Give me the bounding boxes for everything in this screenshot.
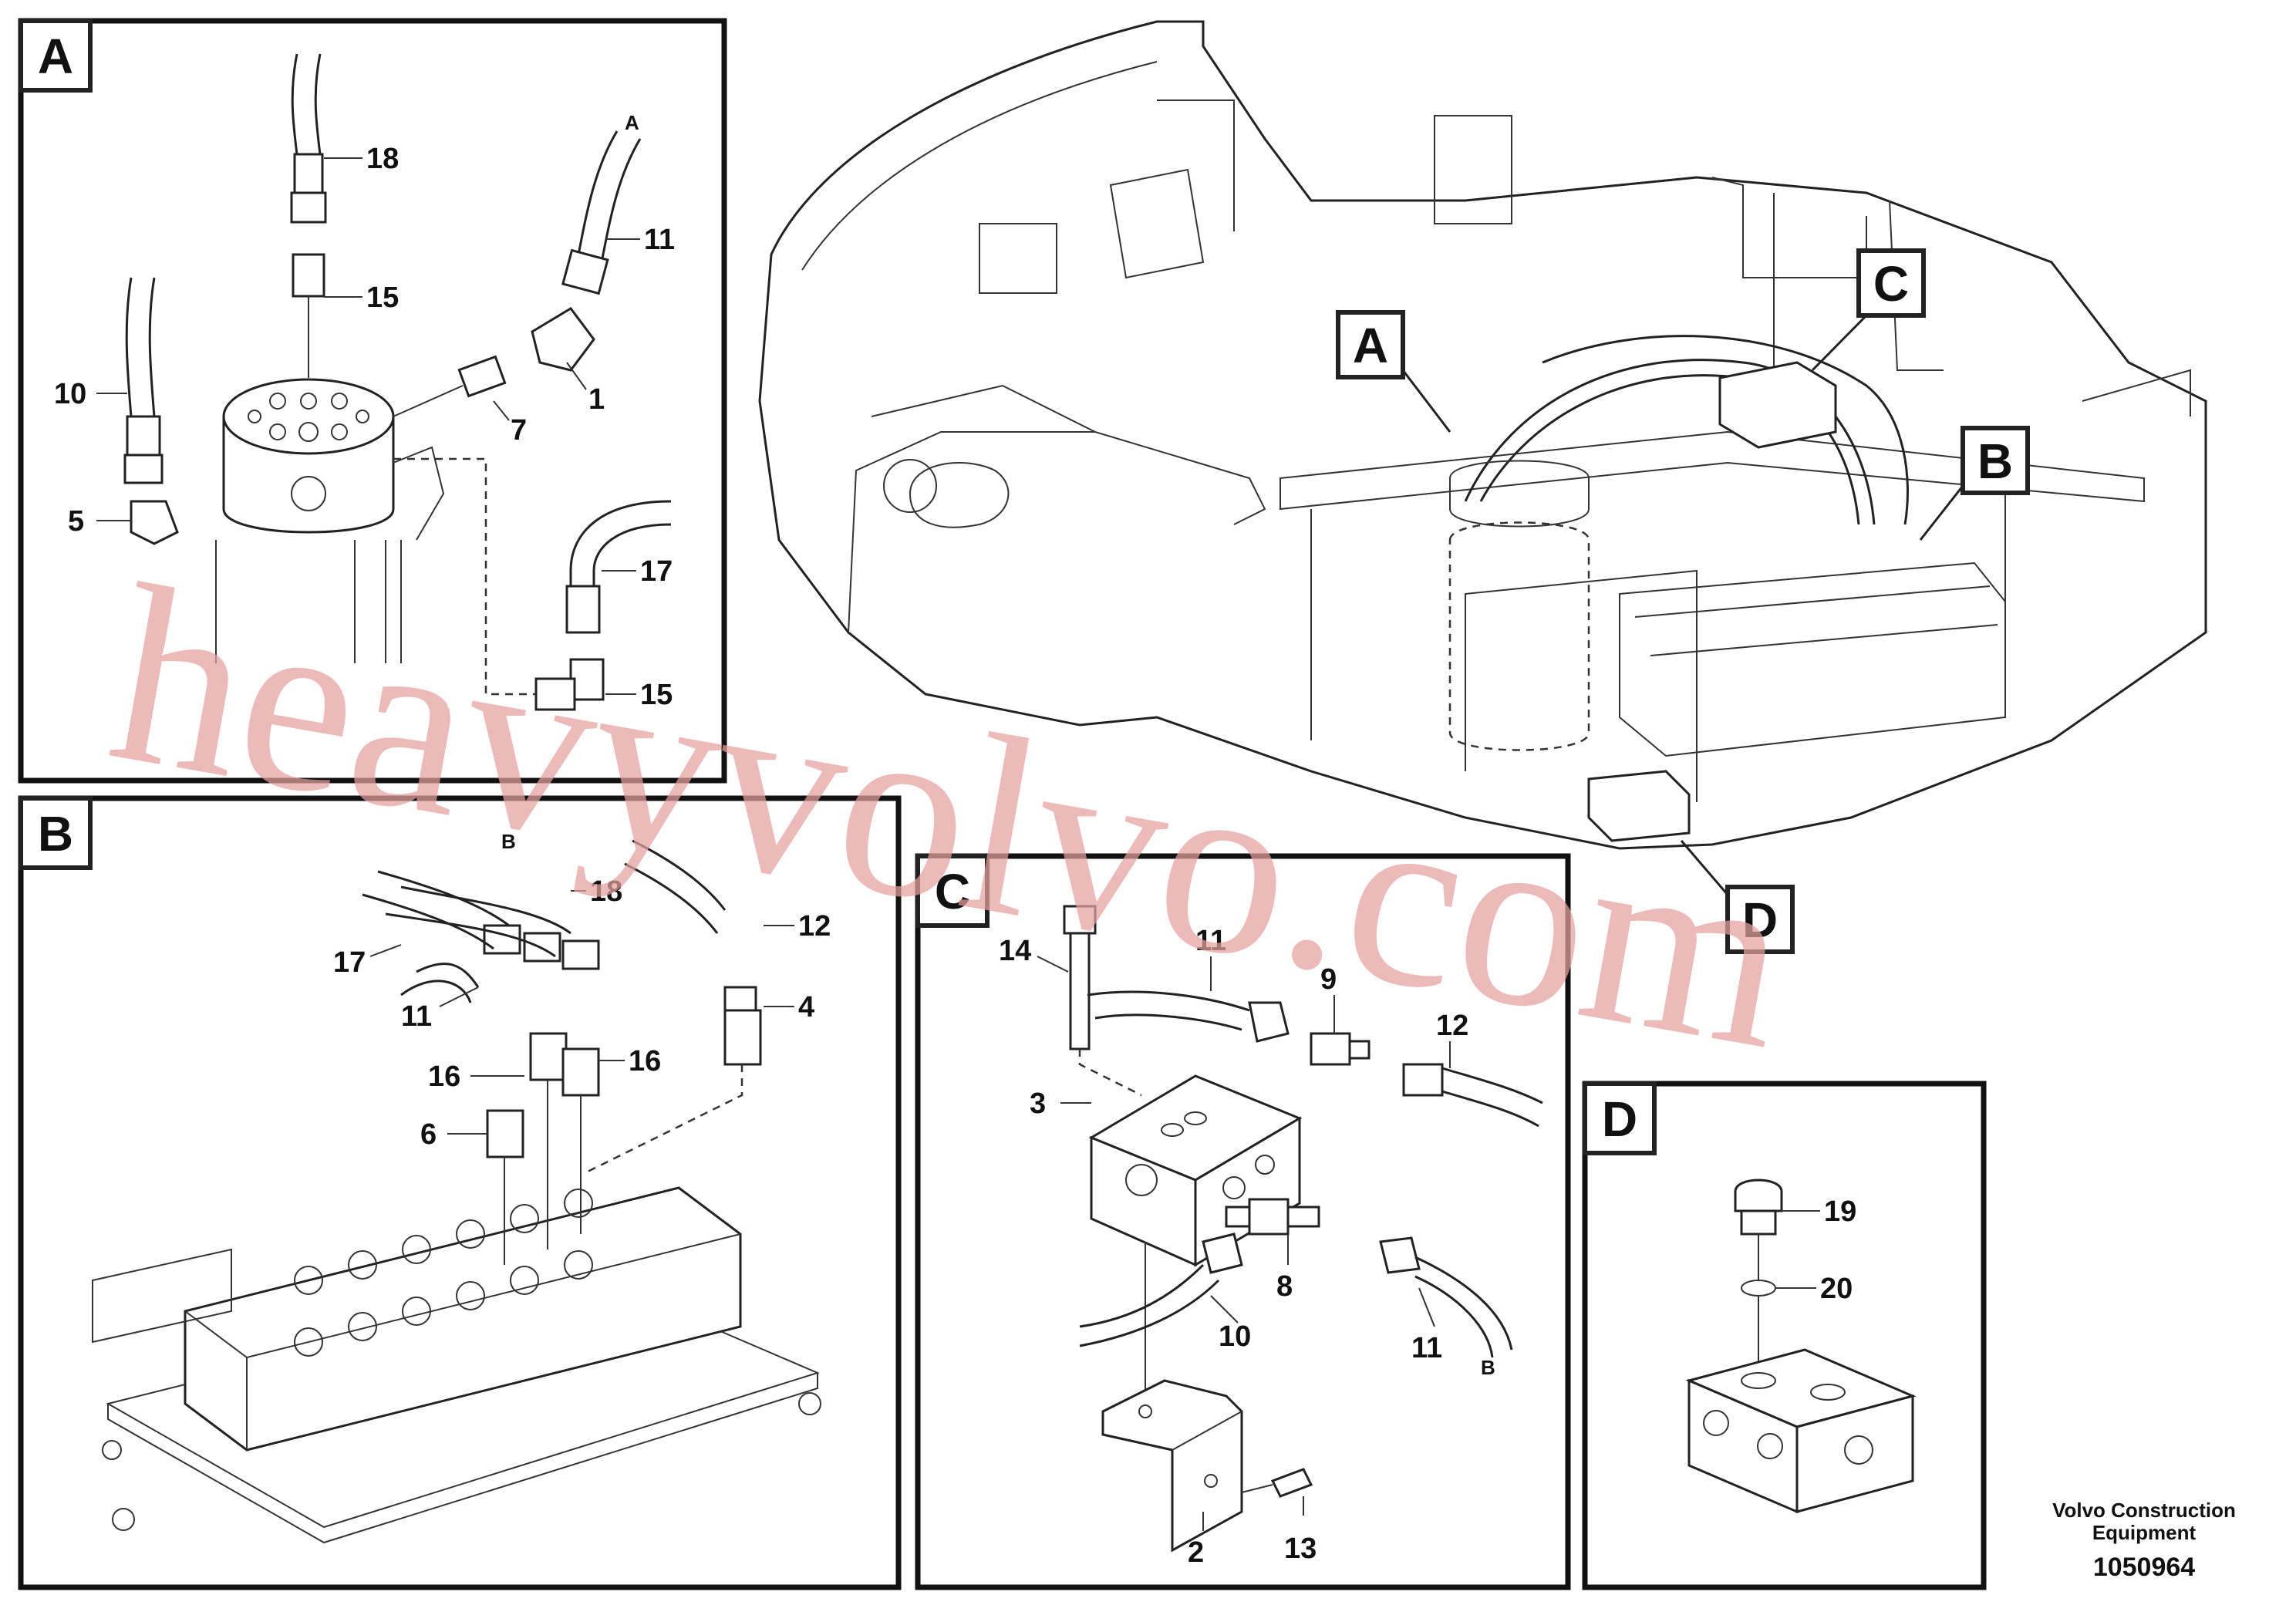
svg-text:7: 7 bbox=[511, 414, 527, 447]
svg-text:13: 13 bbox=[1284, 1533, 1317, 1565]
detail-panel-d: D 19 20 bbox=[1582, 1081, 1987, 1590]
svg-text:10: 10 bbox=[1219, 1320, 1251, 1353]
detail-panel-b: B bbox=[18, 795, 902, 1590]
svg-text:3: 3 bbox=[1030, 1088, 1046, 1120]
svg-text:18: 18 bbox=[366, 143, 399, 175]
detail-panel-c: C bbox=[915, 853, 1571, 1590]
svg-text:11: 11 bbox=[1195, 925, 1226, 957]
callout-a[interactable]: A bbox=[1336, 310, 1451, 433]
svg-text:B: B bbox=[1481, 1356, 1495, 1379]
watermark: heavyvolvo.com bbox=[95, 532, 1807, 1103]
svg-text:9: 9 bbox=[1320, 963, 1337, 996]
upper-frame-overview bbox=[758, 20, 2207, 850]
svg-text:D: D bbox=[1742, 892, 1778, 948]
svg-text:A: A bbox=[1353, 318, 1388, 373]
svg-text:B: B bbox=[38, 806, 73, 862]
footer: Volvo Construction Equipment 1050964 bbox=[2052, 1499, 2236, 1582]
svg-text:18: 18 bbox=[590, 875, 622, 908]
company-line2: Equipment bbox=[2092, 1521, 2197, 1544]
svg-text:12: 12 bbox=[1436, 1010, 1468, 1042]
svg-text:19: 19 bbox=[1824, 1195, 1856, 1228]
company-line1: Volvo Construction bbox=[2052, 1499, 2236, 1522]
svg-text:20: 20 bbox=[1820, 1273, 1853, 1305]
doc-number: 1050964 bbox=[2093, 1553, 2195, 1582]
svg-text:11: 11 bbox=[401, 1000, 432, 1033]
svg-text:C: C bbox=[1873, 256, 1909, 312]
svg-text:D: D bbox=[1602, 1091, 1637, 1147]
svg-text:6: 6 bbox=[420, 1118, 437, 1151]
svg-text:17: 17 bbox=[333, 946, 366, 979]
svg-text:11: 11 bbox=[1411, 1332, 1442, 1364]
detail-panel-a: A bbox=[18, 18, 727, 784]
svg-text:16: 16 bbox=[629, 1045, 661, 1077]
svg-text:10: 10 bbox=[54, 378, 86, 410]
svg-text:5: 5 bbox=[68, 505, 84, 538]
svg-text:B: B bbox=[1977, 433, 2013, 489]
svg-text:A: A bbox=[625, 111, 639, 134]
svg-text:4: 4 bbox=[798, 991, 814, 1023]
svg-text:8: 8 bbox=[1276, 1270, 1293, 1303]
svg-text:C: C bbox=[935, 864, 970, 919]
svg-text:17: 17 bbox=[640, 555, 673, 588]
svg-text:12: 12 bbox=[798, 910, 831, 943]
svg-text:A: A bbox=[38, 29, 73, 84]
svg-text:1: 1 bbox=[588, 383, 605, 416]
svg-text:14: 14 bbox=[999, 935, 1031, 967]
callout-b[interactable]: B bbox=[1919, 426, 2030, 541]
callout-d[interactable]: D bbox=[1680, 840, 1795, 954]
svg-text:11: 11 bbox=[644, 224, 675, 256]
svg-text:2: 2 bbox=[1188, 1536, 1204, 1569]
svg-text:16: 16 bbox=[428, 1061, 460, 1093]
callout-c[interactable]: C bbox=[1811, 248, 1926, 372]
svg-text:15: 15 bbox=[640, 679, 673, 711]
svg-text:B: B bbox=[501, 830, 516, 853]
svg-text:15: 15 bbox=[366, 282, 399, 314]
